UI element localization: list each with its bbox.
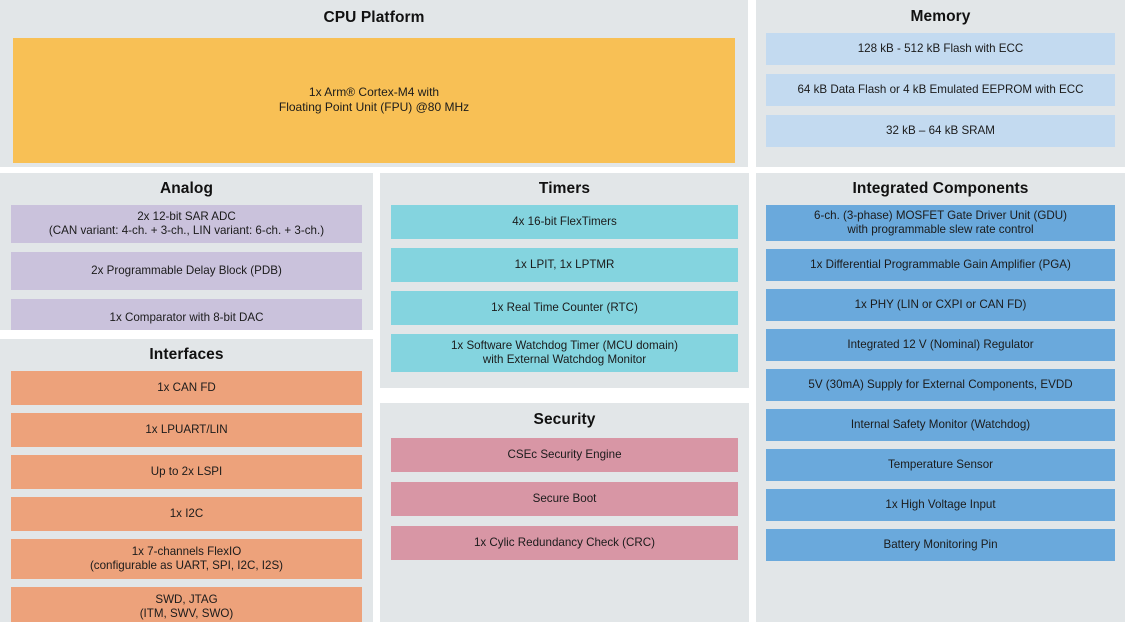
panel-title-analog: Analog [159,180,214,197]
block-timers-lpit-lptmr: 1x LPIT, 1x LPTMR [391,247,738,282]
block-list-analog: 2x 12-bit SAR ADC (CAN variant: 4-ch. + … [0,197,373,330]
block-integrated-temperature-sensor: Temperature Sensor [766,448,1115,481]
block-integrated-safety-monitor: Internal Safety Monitor (Watchdog) [766,408,1115,441]
block-integrated-phy: 1x PHY (LIN or CXPI or CAN FD) [766,288,1115,321]
block-list-integrated-components: 6-ch. (3-phase) MOSFET Gate Driver Unit … [756,197,1125,561]
block-integrated-gdu: 6-ch. (3-phase) MOSFET Gate Driver Unit … [766,204,1115,241]
block-integrated-regulator: Integrated 12 V (Nominal) Regulator [766,328,1115,361]
block-analog-sar-adc: 2x 12-bit SAR ADC (CAN variant: 4-ch. + … [11,204,362,243]
block-timers-flextimers: 4x 16-bit FlexTimers [391,204,738,239]
block-integrated-pga: 1x Differential Programmable Gain Amplif… [766,248,1115,281]
block-memory-sram: 32 kB – 64 kB SRAM [766,114,1115,147]
block-list-cpu-platform: 1x Arm® Cortex-M4 with Floating Point Un… [0,26,748,168]
block-list-interfaces: 1x CAN FD 1x LPUART/LIN Up to 2x LSPI 1x… [0,363,373,622]
block-integrated-evdd-supply: 5V (30mA) Supply for External Components… [766,368,1115,401]
block-security-csec-engine: CSEc Security Engine [391,437,738,472]
block-analog-comparator-dac: 1x Comparator with 8-bit DAC [11,298,362,330]
panel-timers: Timers 4x 16-bit FlexTimers 1x LPIT, 1x … [380,173,749,388]
block-cpu-core: 1x Arm® Cortex-M4 with Floating Point Un… [13,37,735,163]
block-timers-watchdog: 1x Software Watchdog Timer (MCU domain) … [391,333,738,372]
panel-title-interfaces: Interfaces [149,346,224,363]
panel-analog: Analog 2x 12-bit SAR ADC (CAN variant: 4… [0,173,373,330]
block-analog-pdb: 2x Programmable Delay Block (PDB) [11,251,362,290]
block-interfaces-flexio: 1x 7-channels FlexIO (configurable as UA… [11,538,362,579]
block-memory-data-flash-eeprom: 64 kB Data Flash or 4 kB Emulated EEPROM… [766,73,1115,106]
block-integrated-high-voltage-input: 1x High Voltage Input [766,488,1115,521]
panel-title-integrated-components: Integrated Components [852,180,1029,197]
block-list-security: CSEc Security Engine Secure Boot 1x Cyli… [380,428,749,560]
block-integrated-battery-monitoring-pin: Battery Monitoring Pin [766,528,1115,561]
panel-title-security: Security [533,411,596,428]
block-security-crc: 1x Cylic Redundancy Check (CRC) [391,525,738,560]
block-list-timers: 4x 16-bit FlexTimers 1x LPIT, 1x LPTMR 1… [380,197,749,372]
panel-integrated-components: Integrated Components 6-ch. (3-phase) MO… [756,173,1125,622]
panel-title-timers: Timers [538,180,591,197]
block-timers-rtc: 1x Real Time Counter (RTC) [391,290,738,325]
panel-security: Security CSEc Security Engine Secure Boo… [380,403,749,622]
panel-cpu-platform: CPU Platform 1x Arm® Cortex-M4 with Floa… [0,0,748,167]
block-memory-flash: 128 kB - 512 kB Flash with ECC [766,32,1115,65]
block-interfaces-i2c: 1x I2C [11,496,362,531]
panel-title-cpu-platform: CPU Platform [323,9,425,26]
block-interfaces-can-fd: 1x CAN FD [11,370,362,405]
block-security-secure-boot: Secure Boot [391,481,738,516]
block-list-memory: 128 kB - 512 kB Flash with ECC 64 kB Dat… [756,25,1125,147]
block-interfaces-swd-jtag: SWD, JTAG (ITM, SWV, SWO) [11,586,362,622]
panel-interfaces: Interfaces 1x CAN FD 1x LPUART/LIN Up to… [0,339,373,622]
block-interfaces-lspi: Up to 2x LSPI [11,454,362,489]
panel-memory: Memory 128 kB - 512 kB Flash with ECC 64… [756,0,1125,167]
panel-title-memory: Memory [910,8,971,25]
block-interfaces-lpuart-lin: 1x LPUART/LIN [11,412,362,447]
